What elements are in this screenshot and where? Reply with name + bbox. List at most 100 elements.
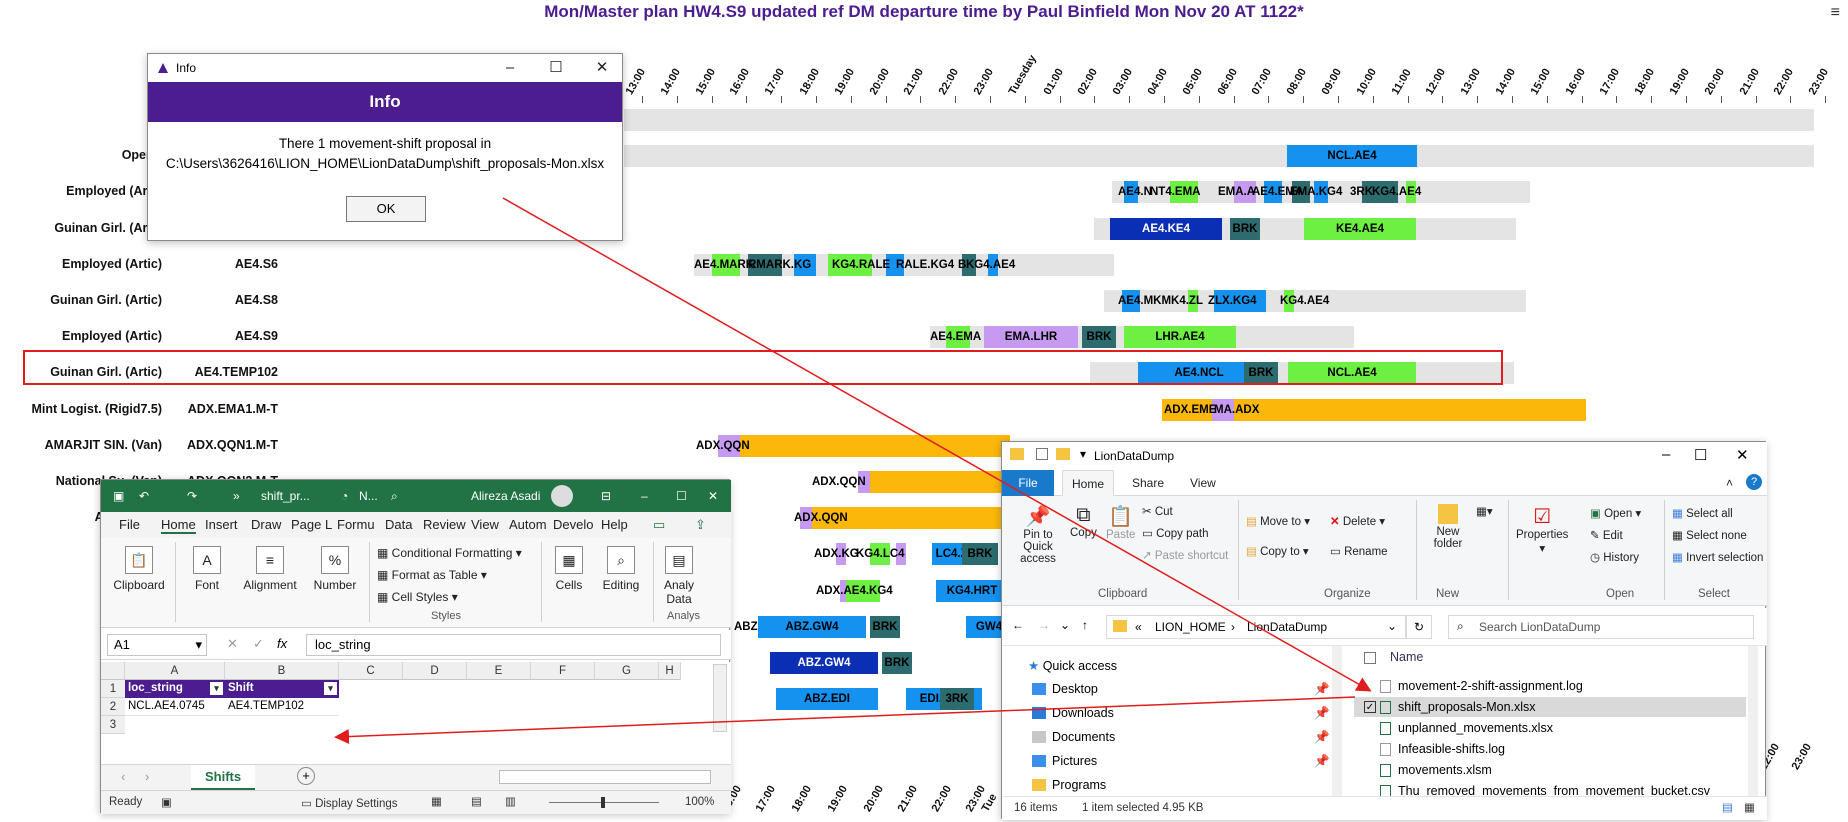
search-box[interactable]: ⌕ Search LionDataDump [1448, 615, 1754, 639]
tab-developer[interactable]: Develo [553, 517, 594, 532]
column-header[interactable]: D [403, 662, 467, 680]
column-header[interactable]: E [467, 662, 531, 680]
movement-segment[interactable]: EMA.LHR [984, 326, 1078, 348]
chevron-down-icon[interactable]: ⌄ [1387, 619, 1398, 633]
filter-dropdown-icon[interactable]: ▾ [324, 682, 337, 695]
column-header[interactable]: G [595, 662, 659, 680]
row-shift-code[interactable]: AE4.TEMP102 [194, 365, 278, 379]
minimize-icon[interactable]: – [641, 489, 648, 503]
row-shift-code[interactable]: AE4.S8 [234, 293, 278, 307]
open-button[interactable]: ▣ Open ▾ [1590, 508, 1642, 520]
select-none-button[interactable]: ▦ Select none [1672, 530, 1747, 542]
search-input[interactable]: Search LionDataDump [1479, 620, 1601, 634]
tab-data[interactable]: Data [385, 517, 413, 532]
tab-share[interactable]: Share [1132, 476, 1165, 490]
cell-styles-button[interactable]: ▦ Cell Styles ▾ [377, 590, 458, 604]
movement-segment[interactable]: 3RK [940, 688, 974, 710]
more-commands-icon[interactable]: » [233, 489, 240, 503]
share-icon[interactable]: ⇪ [695, 517, 706, 532]
header-cell-loc-string[interactable]: loc_string▾ [125, 680, 225, 698]
add-sheet-icon[interactable]: + [297, 767, 315, 785]
breadcrumb-liondatadump[interactable]: LionDataDump [1247, 620, 1328, 634]
column-header[interactable]: C [339, 662, 403, 680]
recent-chevron-icon[interactable]: ⌄ [1060, 618, 1071, 632]
sheet-tab-shifts[interactable]: Shifts [191, 765, 256, 790]
vertical-scrollbar[interactable] [713, 664, 727, 732]
breadcrumb-lion-home[interactable]: LION_HOME [1155, 620, 1226, 634]
nav-item-programs[interactable]: Programs [1032, 778, 1106, 792]
movement-segment[interactable]: ABZ.GW4 [770, 652, 878, 674]
enter-icon[interactable]: ✓ [253, 636, 264, 651]
tab-insert[interactable]: Insert [205, 517, 238, 532]
tab-help[interactable]: Help [601, 517, 628, 532]
display-settings-button[interactable]: ▭ Display Settings [301, 798, 398, 810]
page-layout-icon[interactable]: ▤ [471, 796, 482, 808]
close-icon[interactable]: ✕ [595, 59, 609, 76]
rename-button[interactable]: ▭ Rename [1330, 546, 1388, 558]
nav-item-pictures[interactable]: Pictures [1032, 754, 1097, 768]
movement-segment[interactable]: KE4.AE4 [1304, 218, 1416, 240]
clipboard-button[interactable]: 📋Clipboard [109, 546, 169, 592]
forward-icon[interactable]: → [1038, 618, 1050, 632]
movement-segment[interactable] [870, 471, 1010, 493]
number-button[interactable]: %Number [307, 546, 363, 592]
paste-shortcut-button[interactable]: ↗ Paste shortcut [1142, 550, 1229, 562]
tab-draw[interactable]: Draw [251, 517, 282, 532]
tab-review[interactable]: Review [423, 517, 466, 532]
pin-quick-access-button[interactable]: 📌Pin to Quick access [1010, 504, 1066, 565]
next-sheet-icon[interactable]: › [145, 769, 150, 784]
tab-view[interactable]: View [471, 517, 499, 532]
close-icon[interactable]: ✕ [1736, 447, 1749, 464]
format-as-table-button[interactable]: ▦ Format as Table ▾ [377, 568, 487, 582]
maximize-icon[interactable]: ☐ [676, 489, 687, 503]
tab-home[interactable]: Home [161, 517, 196, 534]
history-button[interactable]: ◷ History [1590, 552, 1640, 564]
editing-button[interactable]: ⌕Editing [595, 546, 647, 592]
row-shift-code[interactable]: AE4.S9 [234, 329, 278, 343]
minimize-icon[interactable]: – [505, 59, 515, 76]
movement-segment[interactable]: AE4.KE4 [1110, 218, 1222, 240]
movement-segment[interactable]: BRK [1230, 218, 1260, 240]
nav-item-downloads[interactable]: Downloads [1032, 706, 1114, 720]
tab-file[interactable]: File [1002, 470, 1054, 496]
search-icon[interactable]: ⌕ [391, 489, 398, 503]
movement-segment[interactable]: ABZ.EDI [776, 688, 878, 710]
nav-item-desktop[interactable]: Desktop [1032, 682, 1098, 696]
comments-icon[interactable]: ▭ [653, 517, 666, 532]
collapse-ribbon-icon[interactable]: ˄ [1726, 476, 1734, 490]
file-row[interactable]: movements.xlsm [1354, 760, 1746, 780]
select-all-button[interactable]: ▦ Select all [1672, 508, 1733, 520]
tab-view[interactable]: View [1190, 476, 1216, 490]
horizontal-scrollbar[interactable] [499, 770, 711, 784]
movement-segment[interactable]: BRK [882, 652, 912, 674]
back-icon[interactable]: ← [1012, 618, 1024, 632]
file-row-selected[interactable]: ✓shift_proposals-Mon.xlsx [1354, 697, 1746, 717]
maximize-icon[interactable]: ☐ [1694, 447, 1708, 464]
movement-segment[interactable]: ABZ.GW4 [758, 616, 866, 638]
movement-segment[interactable]: BRK [1082, 326, 1116, 348]
tab-page-layout[interactable]: Page L [291, 517, 333, 532]
row-shift-code[interactable]: ADX.EMA1.M-T [187, 402, 278, 416]
select-all-checkbox[interactable] [1364, 652, 1376, 664]
sensitivity-icon[interactable]: ◔ [341, 489, 349, 503]
menu-icon[interactable]: ≡ [1830, 4, 1840, 21]
copy-path-button[interactable]: ▭ Copy path [1142, 528, 1209, 540]
zoom-slider-thumb[interactable] [601, 797, 605, 808]
select-all-corner[interactable] [101, 662, 125, 680]
copy-button[interactable]: ⧉Copy [1070, 504, 1097, 539]
movement-segment[interactable]: LHR.AE4 [1124, 326, 1236, 348]
new-item-icon[interactable]: ▦▾ [1476, 506, 1493, 518]
tab-formulas[interactable]: Formu [337, 517, 375, 532]
breadcrumb-overflow[interactable]: « [1135, 620, 1142, 634]
new-folder-qa-icon[interactable] [1056, 448, 1070, 460]
movement-segment[interactable] [740, 435, 1010, 457]
delete-button[interactable]: ✕ Delete ▾ [1330, 516, 1386, 528]
file-row[interactable]: movement-2-shift-assignment.log [1354, 676, 1746, 696]
movement-segment[interactable]: BRK [962, 543, 998, 565]
column-header[interactable]: F [531, 662, 595, 680]
movement-segment[interactable]: KG4.HRT [936, 580, 1008, 602]
file-list-scrollbar[interactable] [1748, 646, 1758, 796]
conditional-formatting-button[interactable]: ▦ Conditional Formatting ▾ [377, 546, 522, 560]
checkbox-checked-icon[interactable]: ✓ [1364, 701, 1376, 713]
